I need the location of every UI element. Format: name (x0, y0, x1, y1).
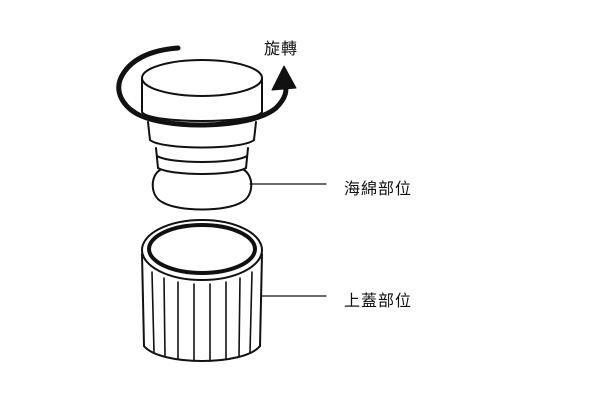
sponge-part-label: 海綿部位 (344, 179, 413, 198)
sponge-top-body (141, 77, 263, 113)
lid-outer-rim (141, 219, 263, 281)
rotation-ring-back (116, 45, 181, 115)
sponge-part (116, 45, 297, 211)
sponge-top-ellipse (141, 59, 263, 97)
lid-inner-rim (147, 223, 257, 275)
rotate-label: 旋轉 (264, 39, 299, 58)
rotation-ring-front (131, 77, 289, 128)
lid-part (141, 219, 263, 362)
lid-part-label: 上蓋部位 (344, 291, 413, 310)
lid-bottom (143, 345, 261, 362)
sponge-step-1-sides (147, 121, 257, 141)
sponge-neck-sides (155, 147, 249, 169)
rotation-arrow-icon (271, 65, 297, 91)
sponge-neck-ring-1 (156, 155, 248, 163)
lid-grip-ridges (151, 271, 253, 362)
sponge-base (151, 169, 253, 211)
sponge-step-2 (149, 139, 255, 149)
sponge-neck-ring-2 (157, 167, 247, 175)
lid-body-sides (141, 253, 263, 347)
